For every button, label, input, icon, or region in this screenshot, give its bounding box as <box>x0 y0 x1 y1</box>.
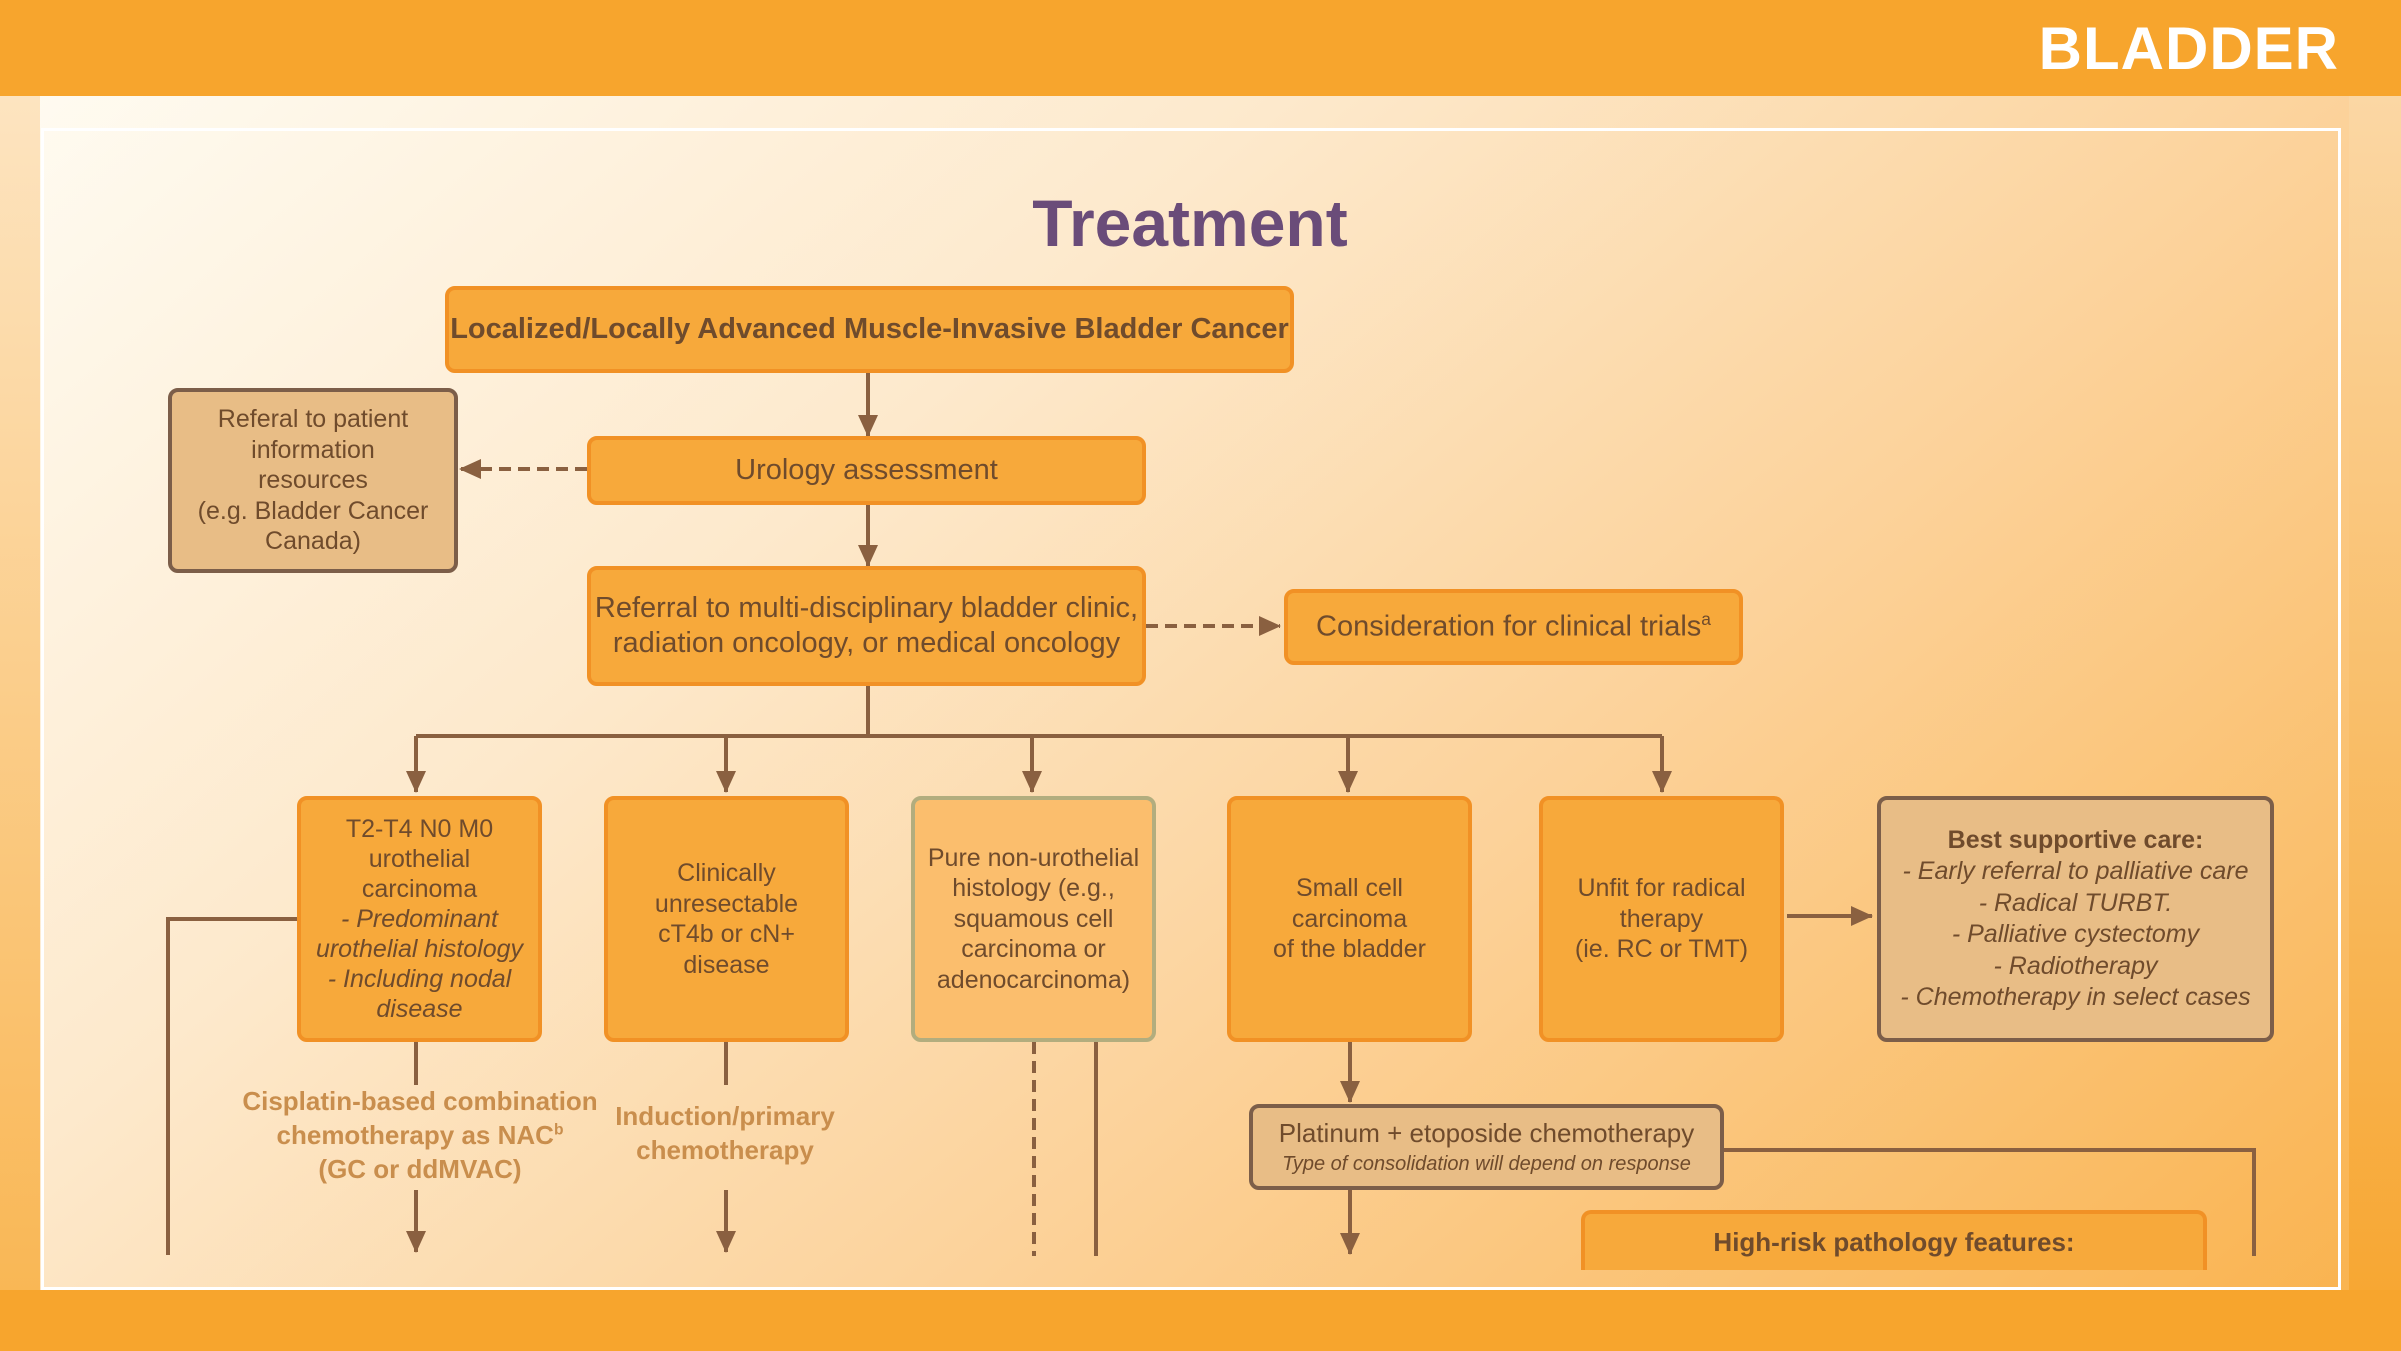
clinical-trials-footnote: a <box>1701 608 1711 629</box>
induction-line: Induction/primary <box>615 1101 835 1131</box>
unresectable-line: cT4b or cN+ <box>658 920 795 948</box>
bsc-item: - Palliative cystectomy <box>1951 920 2200 948</box>
t2-line: T2-T4 N0 M0 <box>345 815 494 843</box>
unfit-line: (ie. RC or TMT) <box>1574 935 1749 964</box>
content-frame <box>41 128 2341 1290</box>
small-cell-line: carcinoma <box>1291 904 1408 933</box>
platinum-sub: Type of consolidation will depend on res… <box>1282 1152 1691 1175</box>
pure-line: squamous cell <box>953 904 1114 933</box>
bsc-item: - Radiotherapy <box>1993 951 2158 980</box>
pure-line: histology (e.g., <box>952 874 1115 903</box>
t2-italic-line: - Predominant <box>340 905 499 933</box>
t2-italic-line: - Including nodal <box>327 965 512 993</box>
referral-info-line: Referal to patient <box>217 405 409 434</box>
induction-line: chemotherapy <box>636 1134 814 1165</box>
referral-info-line: (e.g. Bladder Cancer <box>197 496 429 525</box>
bsc-item: - Chemotherapy in select cases <box>1900 983 2251 1011</box>
t2-urothelial-box: T2-T4 N0 M0 urothelial carcinoma - Predo… <box>297 796 542 1042</box>
unfit-box: Unfit for radical therapy (ie. RC or TMT… <box>1539 796 1784 1042</box>
referral-info-box: Referal to patient information resources… <box>168 388 458 573</box>
unfit-line: therapy <box>1619 904 1704 933</box>
referral-info-line: Canada) <box>265 527 361 556</box>
referral-info-line: information <box>251 435 375 464</box>
platinum-right-line <box>1724 1148 2256 1256</box>
pure-line: Pure non-urothelial <box>927 843 1140 872</box>
mdt-line: Referral to multi-disciplinary bladder c… <box>594 591 1139 624</box>
platinum-box: Platinum + etoposide chemotherapy Type o… <box>1249 1104 1724 1190</box>
small-cell-box: Small cell carcinoma of the bladder <box>1227 796 1472 1042</box>
clinical-trials-label: Consideration for clinical trialsa <box>1316 609 1711 645</box>
unresectable-line: Clinically <box>677 859 776 887</box>
cisplatin-line: (GC or ddMVAC) <box>318 1153 522 1184</box>
mdt-line: radiation oncology, or medical oncology <box>612 627 1121 659</box>
bsc-item: - Early referral to palliative care <box>1902 857 2249 885</box>
high-risk-label: High-risk pathology features: <box>1713 1227 2075 1257</box>
referral-info-line: resources <box>258 466 368 495</box>
right-margin-band <box>2349 96 2401 1290</box>
clinical-trials-box: Consideration for clinical trialsa <box>1284 589 1743 665</box>
t2-line: urothelial <box>368 845 471 873</box>
unfit-line: Unfit for radical <box>1577 874 1746 903</box>
unresectable-line: unresectable <box>654 889 799 918</box>
small-cell-line: Small cell <box>1296 874 1403 903</box>
urology-box: Urology assessment <box>587 436 1146 505</box>
cisplatin-caption: Cisplatin-based combination chemotherapy… <box>230 1085 610 1186</box>
unresectable-box: Clinically unresectable cT4b or cN+ dise… <box>604 796 849 1042</box>
left-margin-band <box>0 96 40 1290</box>
disease-label: Localized/Locally Advanced Muscle-Invasi… <box>450 312 1289 345</box>
clinical-trials-text: Consideration for clinical trials <box>1316 610 1702 643</box>
best-supportive-care-box: Best supportive care: - Early referral t… <box>1877 796 2274 1042</box>
pure-non-urothelial-box: Pure non-urothelial histology (e.g., squ… <box>911 796 1156 1042</box>
pure-line: adenocarcinoma) <box>936 965 1131 994</box>
mdt-box: Referral to multi-disciplinary bladder c… <box>587 566 1146 686</box>
bsc-item: - Radical TURBT. <box>1978 888 2173 917</box>
cisplatin-line: chemotherapy as NACb <box>230 1119 610 1153</box>
cisplatin-line-text: chemotherapy as NAC <box>276 1119 554 1150</box>
bsc-title: Best supportive care: <box>1947 825 2204 854</box>
cisplatin-line: Cisplatin-based combination <box>242 1086 598 1116</box>
t2-side-line <box>166 917 297 1255</box>
page-title: Treatment <box>1032 186 1348 260</box>
pure-line: carcinoma or <box>961 935 1106 964</box>
unresectable-line: disease <box>683 950 770 979</box>
disease-box: Localized/Locally Advanced Muscle-Invasi… <box>445 286 1294 373</box>
induction-caption: Induction/primary chemotherapy <box>575 1100 875 1168</box>
high-risk-box: High-risk pathology features: <box>1581 1210 2207 1270</box>
t2-italic-line: disease <box>376 995 463 1023</box>
urology-label: Urology assessment <box>735 453 998 486</box>
small-cell-line: of the bladder <box>1273 935 1426 964</box>
platinum-title: Platinum + etoposide chemotherapy <box>1278 1118 1695 1149</box>
t2-italic-line: urothelial histology <box>315 935 524 963</box>
footer-bar <box>0 1290 2401 1351</box>
t2-line: carcinoma <box>361 875 478 903</box>
cisplatin-footnote: b <box>553 1121 564 1139</box>
header-bar: BLADDER <box>0 0 2401 96</box>
section-label: BLADDER <box>2038 15 2339 82</box>
